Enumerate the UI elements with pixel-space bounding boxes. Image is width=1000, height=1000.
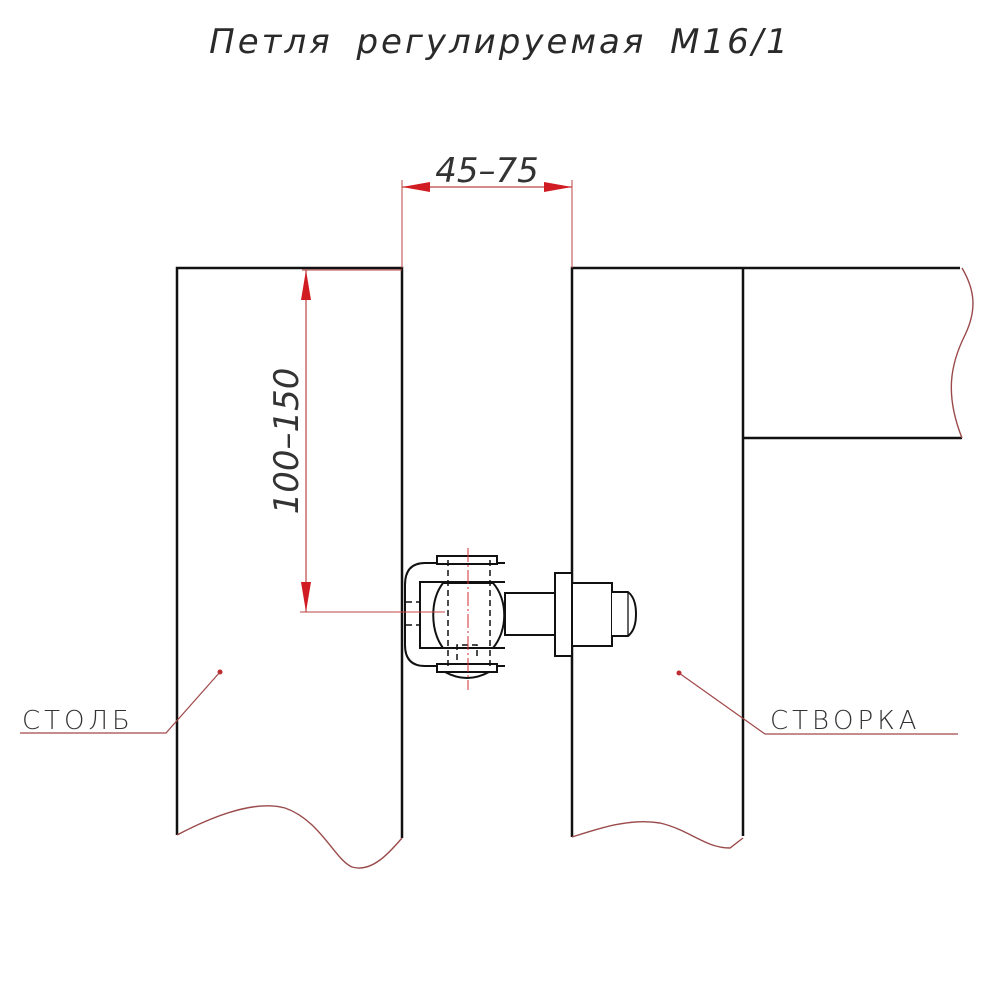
gap-dimension-value: 45–75	[435, 151, 539, 191]
leaf-outline	[570, 266, 962, 837]
hinge-bolt-tip	[612, 591, 638, 637]
leaf-label: СТВОРКА	[676, 670, 958, 736]
hinge-assembly	[404, 555, 638, 679]
hinge-ball	[432, 582, 506, 649]
post-label-text: СТОЛБ	[22, 706, 134, 736]
post-break-line	[176, 805, 403, 869]
hinge-u-bracket	[404, 562, 505, 667]
drawing-title: Петля регулируемая М16/1	[209, 22, 791, 62]
height-dimension: 100–150	[267, 269, 430, 613]
hinge-nut	[571, 582, 613, 647]
leaf-break-line	[571, 820, 744, 849]
rail-break-line	[950, 267, 974, 439]
gap-dimension: 45–75	[401, 151, 573, 268]
post-outline	[175, 266, 404, 838]
leaf-label-text: СТВОРКА	[770, 706, 921, 736]
hinge-shaft	[504, 592, 558, 636]
post-label: СТОЛБ	[20, 669, 223, 736]
height-dimension-value: 100–150	[267, 368, 307, 515]
hinge-washer	[554, 572, 573, 657]
